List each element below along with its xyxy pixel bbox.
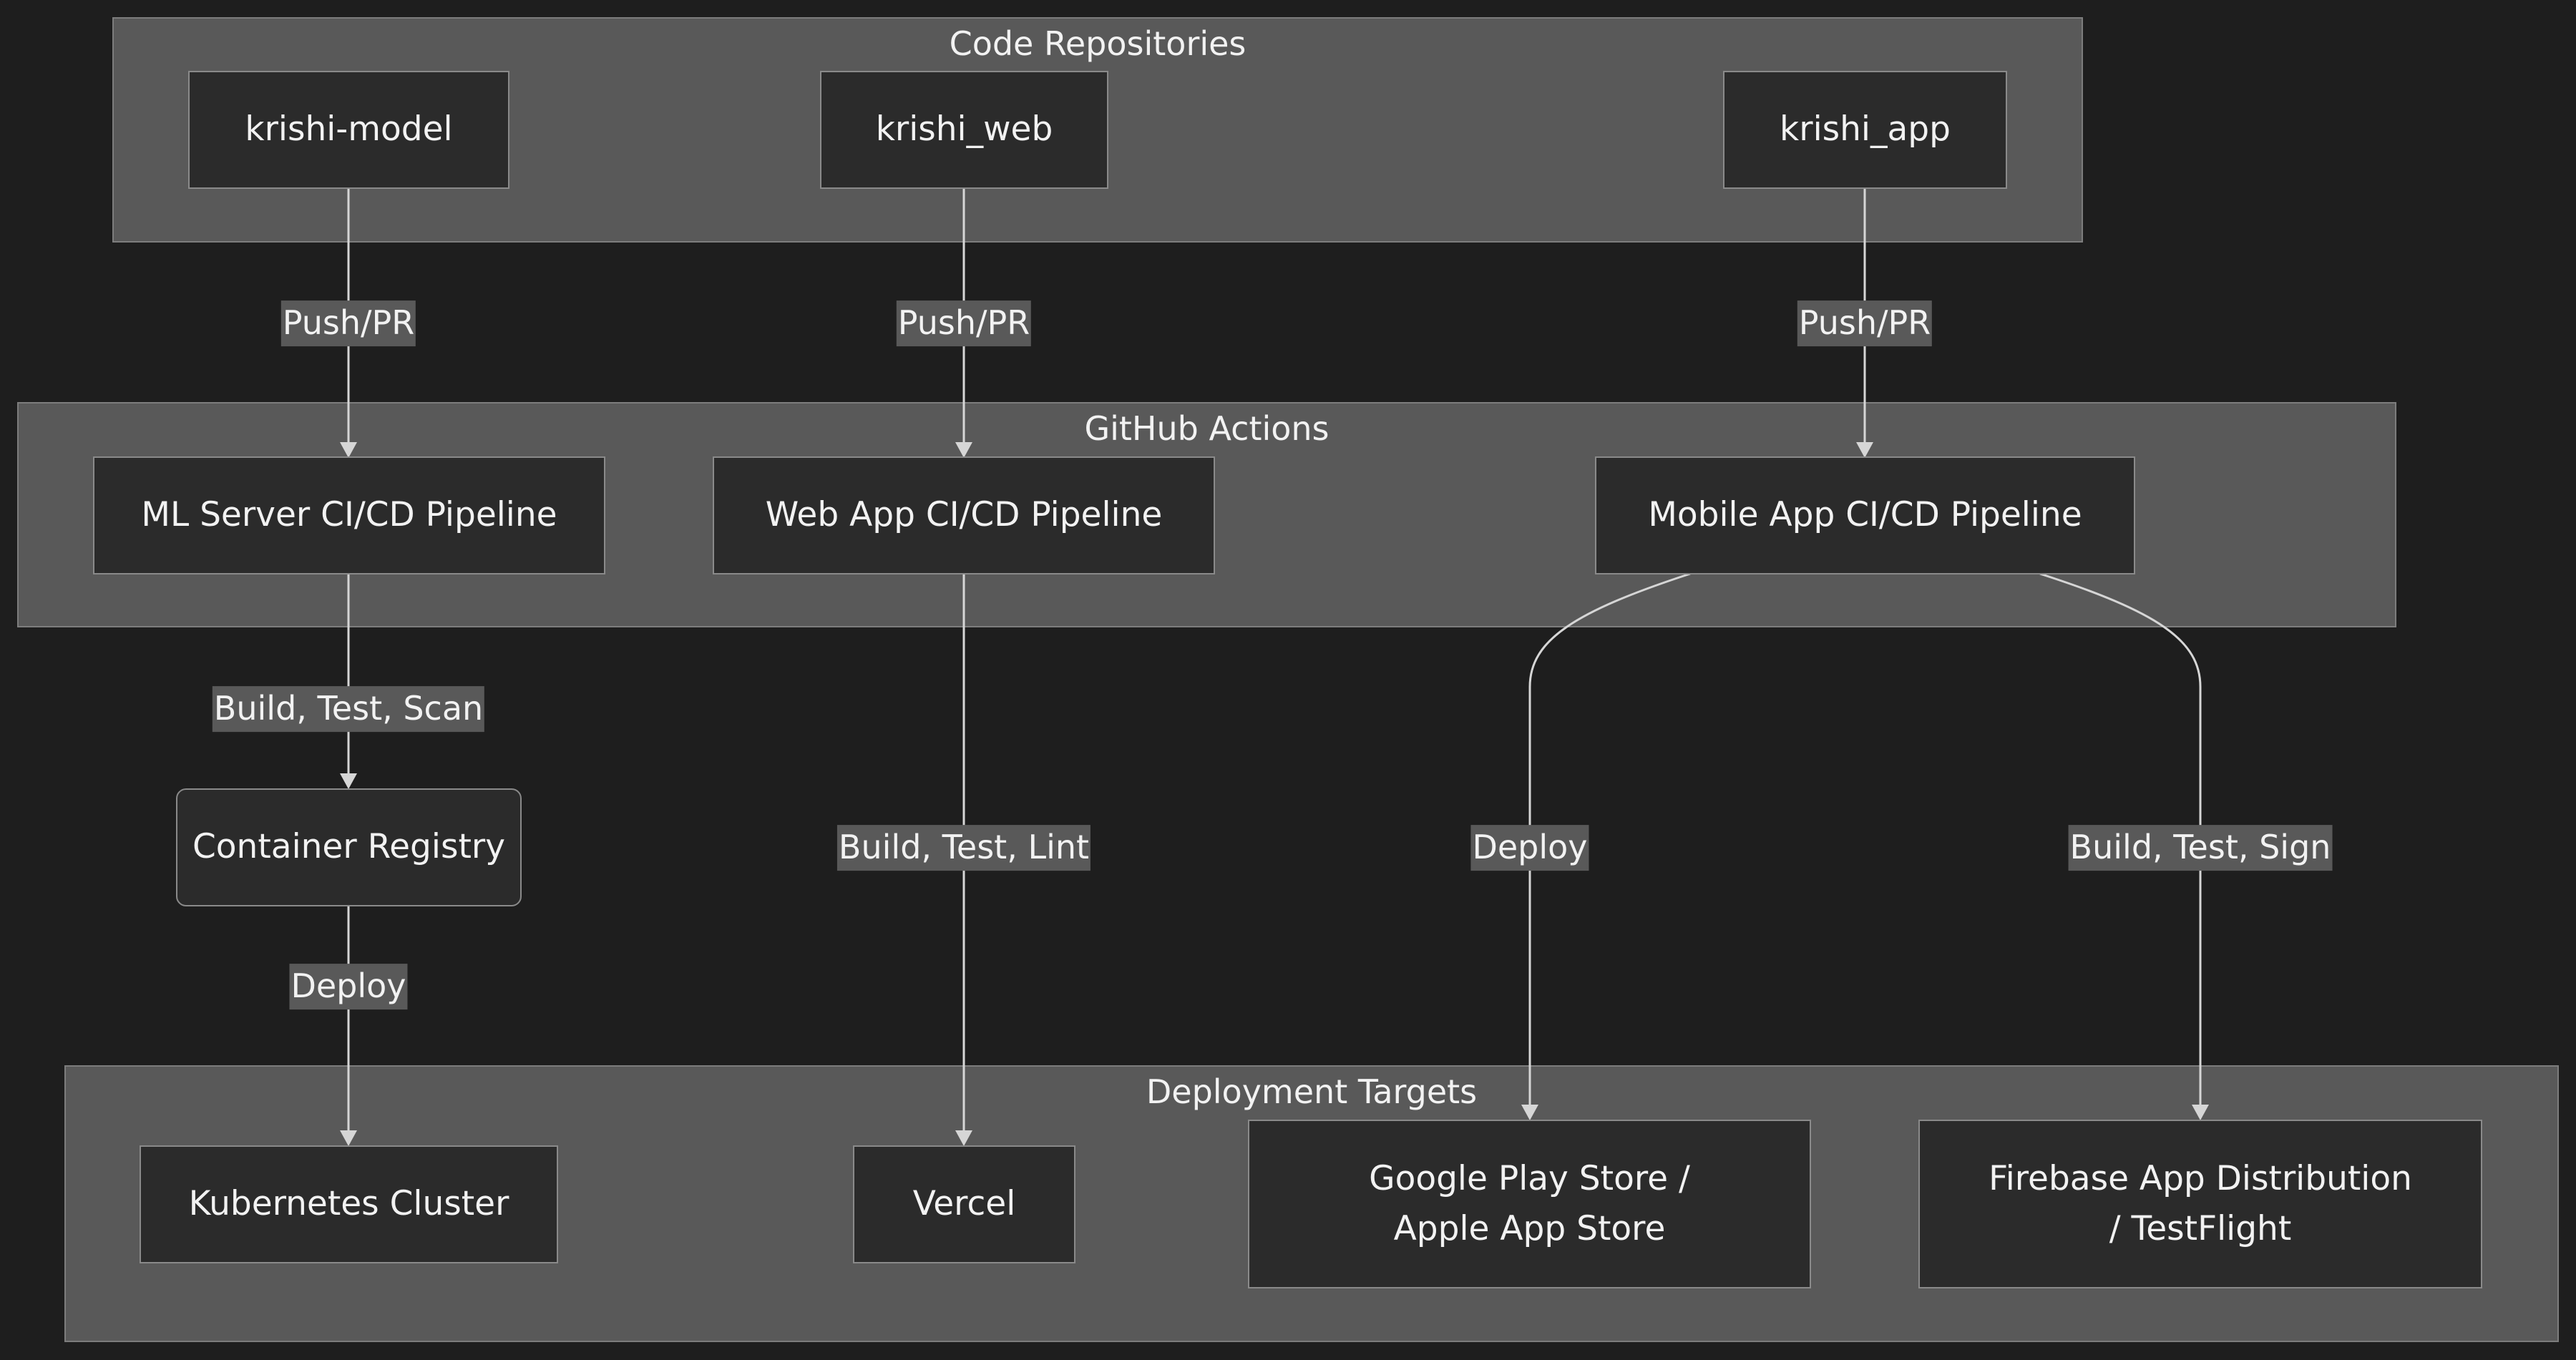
- edge-mobile-pipeline-to-app-stores: [1528, 572, 1691, 1106]
- arrow-head: [340, 442, 357, 458]
- node-container-registry: Container Registry: [176, 788, 522, 906]
- node-ml-server-pipeline: ML Server CI/CD Pipeline: [93, 456, 605, 574]
- edge-label-registry-deploy: Deploy: [289, 964, 408, 1009]
- arrow-head: [2192, 1105, 2209, 1120]
- edge-label-ml-build: Build, Test, Scan: [212, 686, 485, 732]
- edge-label-app-push: Push/PR: [1797, 300, 1933, 346]
- cluster-title-github-actions: GitHub Actions: [1084, 409, 1330, 448]
- node-web-app-pipeline: Web App CI/CD Pipeline: [713, 456, 1215, 574]
- edge-label-model-push: Push/PR: [280, 300, 416, 346]
- arrow-head: [1856, 442, 1873, 458]
- arrow-head: [1521, 1105, 1538, 1120]
- node-firebase-testflight: Firebase App Distribution / TestFlight: [1918, 1120, 2482, 1288]
- edge-label-web-push: Push/PR: [896, 300, 1032, 346]
- node-krishi-model: krishi-model: [188, 71, 509, 189]
- cluster-title-deployment-targets: Deployment Targets: [1146, 1072, 1478, 1111]
- arrow-head: [955, 442, 972, 458]
- node-mobile-app-pipeline: Mobile App CI/CD Pipeline: [1595, 456, 2135, 574]
- node-krishi-app: krishi_app: [1723, 71, 2007, 189]
- arrow-head: [340, 773, 357, 789]
- edge-label-web-build: Build, Test, Lint: [836, 825, 1091, 871]
- node-kubernetes-cluster: Kubernetes Cluster: [140, 1145, 558, 1263]
- cluster-title-code-repositories: Code Repositories: [949, 24, 1246, 63]
- node-app-stores: Google Play Store / Apple App Store: [1248, 1120, 1811, 1288]
- edge-label-mobile-deploy: Deploy: [1470, 825, 1589, 871]
- edge-mobile-pipeline-to-firebase: [2039, 572, 2202, 1106]
- arrow-head: [340, 1130, 357, 1146]
- arrow-head: [955, 1130, 972, 1146]
- edge-label-mobile-build: Build, Test, Sign: [2068, 825, 2333, 871]
- node-vercel: Vercel: [853, 1145, 1075, 1263]
- node-krishi-web: krishi_web: [820, 71, 1108, 189]
